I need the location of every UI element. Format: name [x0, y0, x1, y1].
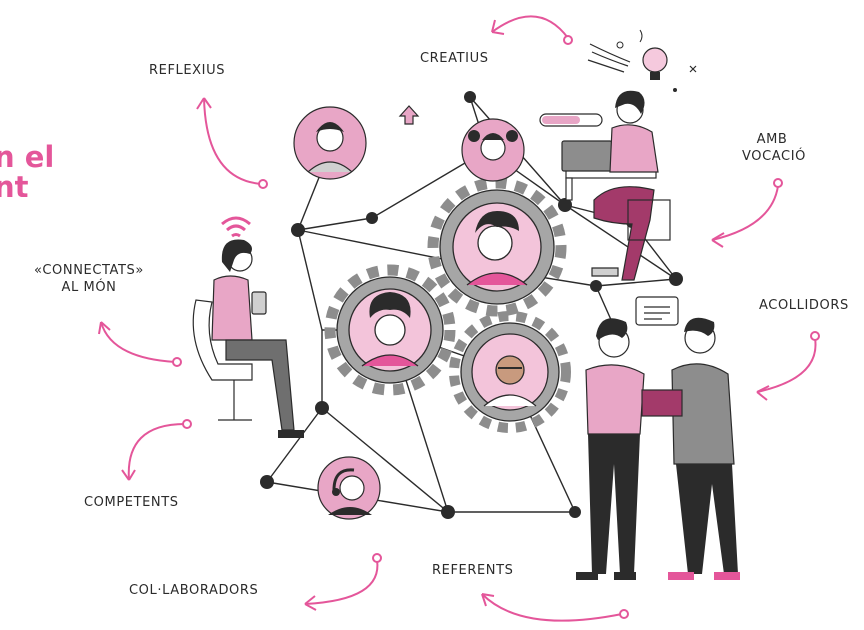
gear-icon: [449, 311, 571, 433]
speech-bubble-icon: [635, 296, 679, 326]
label-amb-vocacio: AMB VOCACIÓ: [742, 131, 806, 165]
label-competents: COMPETENTS: [84, 495, 179, 510]
label-referents: REFERENTS: [432, 563, 514, 578]
wifi-icon: [221, 216, 251, 238]
network-nodes: [260, 91, 683, 519]
progress-bar-icon: [539, 113, 603, 127]
label-connectats-line1: «CONNECTATS»: [34, 263, 144, 278]
headset-icon: [332, 488, 340, 496]
woman-with-laptop: [561, 90, 671, 281]
label-reflexius: REFLEXIUS: [149, 63, 226, 78]
label-vocacio: VOCACIÓ: [742, 149, 806, 164]
laptop-icon: [561, 140, 613, 172]
label-collaboradors: COL·LABORADORS: [129, 583, 259, 598]
avatar: [293, 106, 367, 180]
label-amb: AMB: [756, 132, 788, 147]
gear-icon: [427, 177, 567, 317]
title-line-1: n el: [0, 140, 55, 174]
label-connectats-line2: AL MÓN: [61, 280, 117, 295]
page-title: n el nt: [0, 142, 54, 202]
avatar: [317, 456, 381, 520]
label-creatius: CREATIUS: [420, 51, 489, 66]
label-connectats: «CONNECTATS» AL MÓN: [26, 262, 152, 296]
phone-icon: [251, 291, 267, 315]
lightbulb-icon: [587, 29, 697, 92]
woman-with-phone: [192, 216, 304, 438]
arrow-up-icon: [398, 105, 420, 125]
decorative-arrows: [98, 15, 820, 622]
gear-icon: [324, 264, 456, 396]
label-acollidors: ACOLLIDORS: [759, 298, 849, 313]
title-line-2: nt: [0, 170, 29, 204]
two-people-talking: [576, 296, 740, 580]
avatar: [461, 118, 525, 182]
